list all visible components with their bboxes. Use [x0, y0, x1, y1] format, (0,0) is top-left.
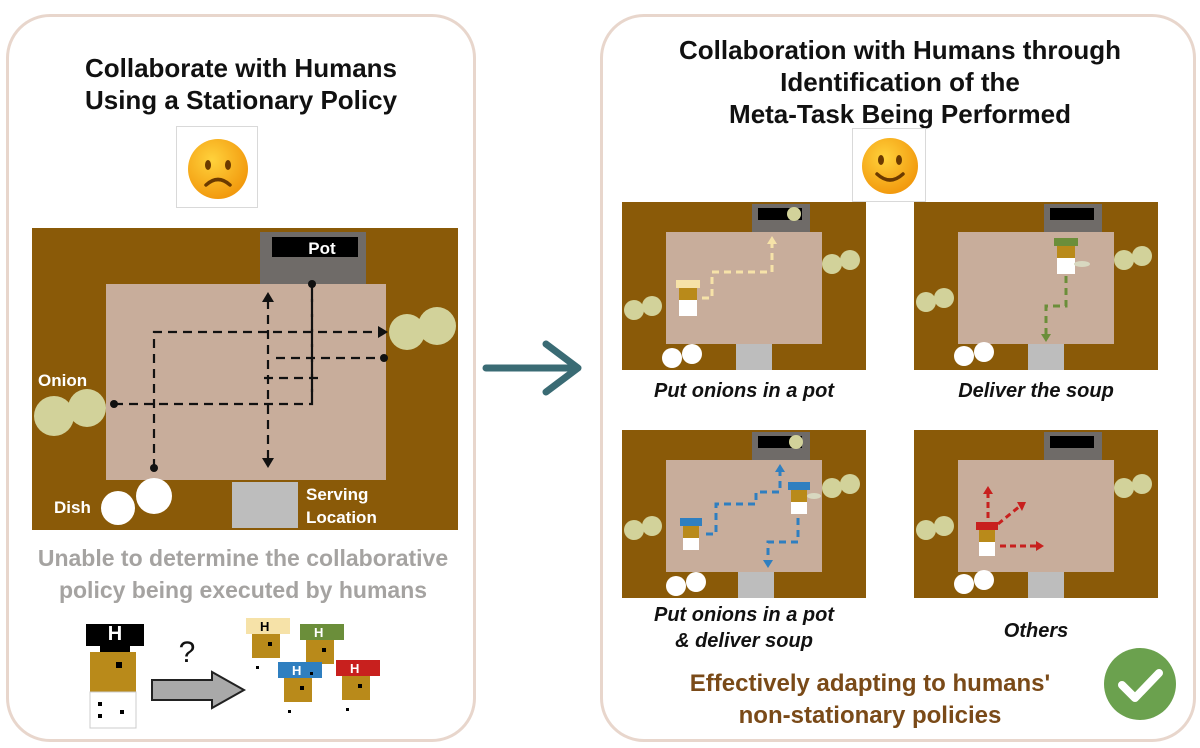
serving-location — [232, 482, 298, 528]
svg-text:H: H — [292, 663, 301, 678]
chef-group: H H H H — [246, 618, 380, 732]
svg-text:H: H — [314, 625, 323, 640]
task-map-4 — [914, 430, 1158, 598]
dish — [136, 478, 172, 514]
sad-face-icon — [176, 126, 258, 208]
left-title-line2: Using a Stationary Policy — [84, 85, 398, 115]
pot-label: Pot — [308, 239, 336, 258]
pot-label-bg — [272, 237, 358, 257]
kitchen-map — [32, 228, 458, 530]
serving-label-line1: Serving — [306, 485, 369, 504]
task-label-3-line1: Put onions in a pot — [654, 604, 834, 626]
bottom-line1: Effectively adapting to humans' — [689, 670, 1051, 697]
check-icon — [1104, 648, 1176, 720]
dish-label: Dish — [54, 498, 91, 517]
map-counter — [106, 284, 386, 480]
chef-letter: H — [107, 623, 123, 645]
arrow-right-icon — [482, 340, 582, 396]
task-map-2 — [914, 202, 1158, 370]
task-label-3-line2: & deliver soup — [675, 630, 813, 652]
left-caption-line1: Unable to determine the collaborative — [37, 545, 449, 571]
bottom-line2: non-stationary policies — [738, 702, 1002, 729]
right-title-line2: Identification of the — [780, 67, 1020, 97]
gray-arrow-icon — [151, 670, 247, 710]
dish — [101, 491, 135, 525]
svg-text:H: H — [350, 661, 359, 676]
onion — [34, 396, 74, 436]
task-map-1 — [622, 202, 866, 370]
happy-face-icon — [852, 128, 926, 202]
left-caption-line2: policy being executed by humans — [58, 577, 428, 603]
onion-label: Onion — [38, 371, 88, 390]
right-title-line3: Meta-Task Being Performed — [729, 99, 1071, 129]
chef-black-hat — [86, 624, 144, 729]
svg-text:H: H — [260, 619, 269, 634]
left-title-line1: Collaborate with Humans — [84, 53, 398, 83]
onion — [389, 314, 425, 350]
right-title-line1: Collaboration with Humans through — [679, 35, 1121, 65]
question-mark: ? — [178, 636, 196, 669]
dashed-paths — [114, 284, 384, 468]
task-map-3 — [622, 430, 866, 598]
task-label-2: Deliver the soup — [958, 380, 1114, 402]
task-label-1: Put onions in a pot — [654, 380, 834, 402]
task-label-4: Others — [1003, 620, 1069, 642]
serving-label-line2: Location — [306, 508, 377, 527]
onion — [68, 389, 106, 427]
onion — [418, 307, 456, 345]
